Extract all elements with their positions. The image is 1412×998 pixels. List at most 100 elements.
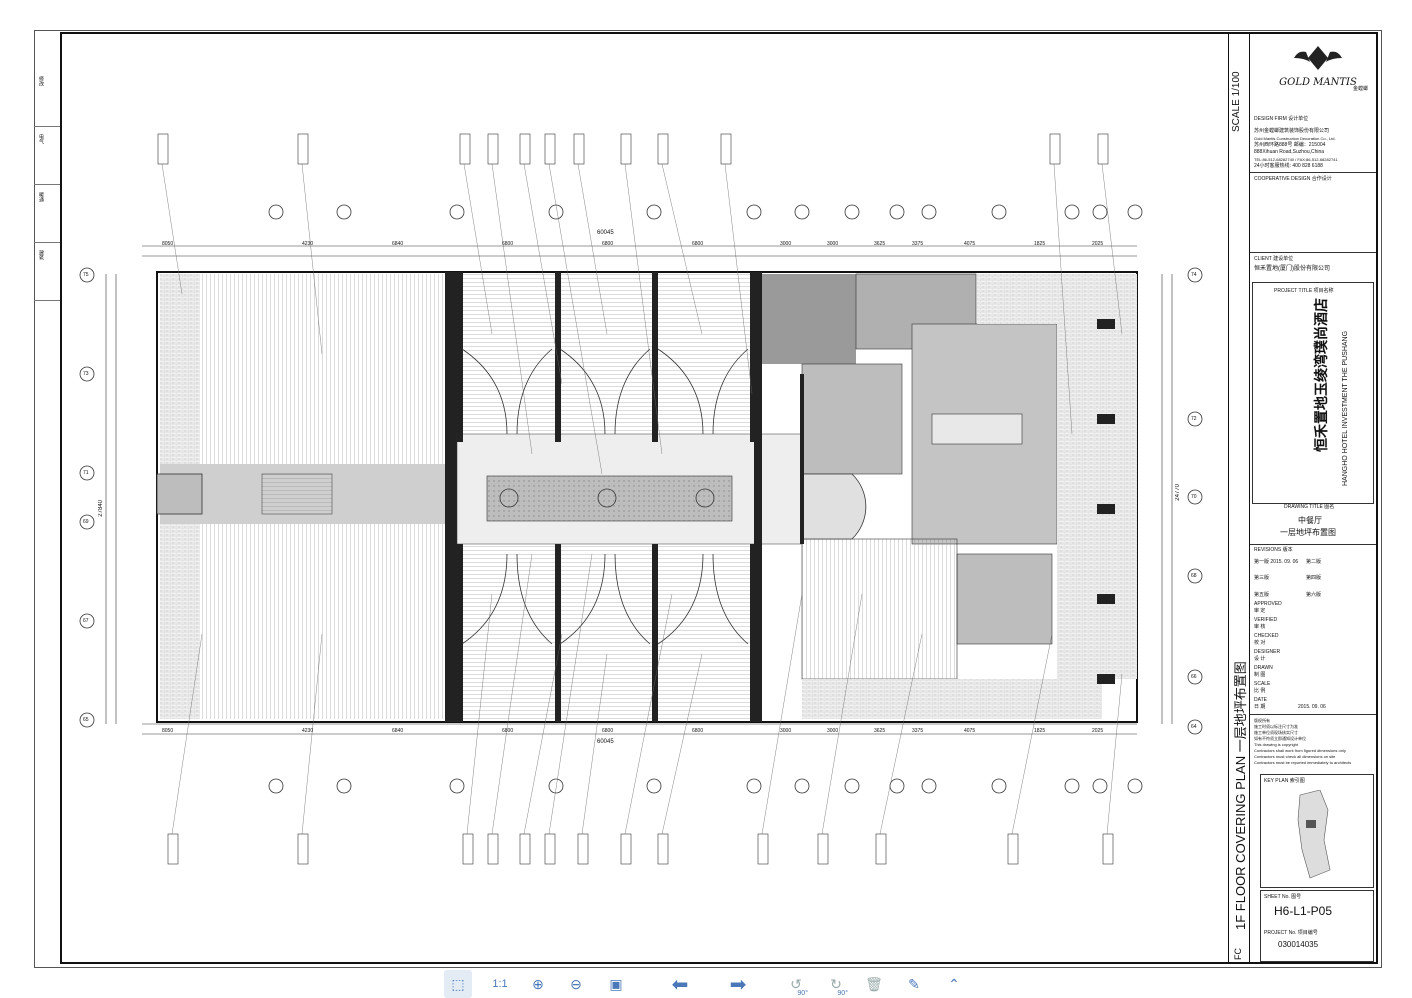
date-value: 2015. 09. 06 (1298, 704, 1326, 710)
revision-3: 第三版 (1254, 575, 1270, 581)
zoom-out-icon: ⊖ (570, 975, 582, 992)
arrow-right-icon: ➡ (729, 973, 747, 996)
scale-row-cn: 比 例 (1254, 688, 1266, 694)
dimension-label: 3000 (780, 728, 792, 734)
grid-bubble-label: 74 (1191, 272, 1197, 278)
approved-label: APPROVED (1254, 601, 1282, 607)
drawing-title-label: DRAWING TITLE 图名 (1284, 504, 1335, 510)
dimension-label: 4230 (302, 728, 314, 734)
dimension-label: 3375 (912, 241, 924, 247)
logo-cn: 金螳螂 (1352, 86, 1368, 92)
strip-cell (34, 126, 60, 185)
dimension-label: 6800 (502, 241, 514, 247)
top-total-dimension: 60045 (597, 230, 614, 236)
project-no-label: PROJECT No. 项目编号 (1264, 930, 1318, 936)
grid-bubble-label: 71 (83, 470, 89, 476)
grid-bubble-label: 66 (1191, 674, 1197, 680)
dimension-label: 3000 (827, 241, 839, 247)
revision-5: 第五版 (1254, 592, 1270, 598)
rotate-right-icon: ↻ (830, 975, 842, 992)
left-total-dimension: 27840 (98, 500, 104, 517)
dimension-label: 8050 (162, 728, 174, 734)
rotate-right-degrees: 90° (837, 990, 848, 997)
grid-bubble-label: 64 (1191, 724, 1197, 730)
key-plan-map (1297, 790, 1331, 879)
chevron-up-icon: ⌃ (948, 975, 960, 992)
title-block: GOLD MANTIS 金螳螂 DESIGN FIRM 设计单位 苏州金螳螂建筑… (1250, 34, 1376, 962)
revision-1: 第一版 2015. 09. 06 (1254, 559, 1299, 565)
sheet-no-label: SHEET No. 图号 (1264, 894, 1302, 900)
fit-page-icon: ⬚ (451, 975, 465, 992)
more-button[interactable]: ⌃ (940, 970, 968, 998)
edit-button[interactable]: ✎ (900, 970, 928, 998)
scale-row-label: SCALE (1254, 681, 1271, 687)
grid-bubble-label: 68 (1191, 573, 1197, 579)
zoom-out-button[interactable]: ⊖ (562, 970, 590, 998)
revision-6: 第六版 (1306, 592, 1322, 598)
drawing-frame (60, 32, 1378, 964)
dimension-label: 3625 (874, 728, 886, 734)
company-logo: GOLD MANTIS 金螳螂 (1268, 42, 1368, 102)
next-button[interactable]: ➡ (720, 970, 756, 998)
cooperative-label: COOPERATIVE DESIGN 合作设计 (1254, 176, 1332, 182)
project-name-cn: 恒禾置地玉绫湾璞尚酒店 (1313, 298, 1329, 452)
strip-label: 建筑 (38, 250, 44, 260)
dimension-label: 6800 (602, 728, 614, 734)
key-plan-box (1260, 774, 1374, 888)
dimension-label: 1825 (1034, 241, 1046, 247)
project-label: PROJECT TITLE 项目名称 (1274, 288, 1334, 294)
strip-cell (34, 242, 60, 301)
dimension-label: 3000 (780, 241, 792, 247)
firm-address: 苏州西环路888号 邮编：215004 (1254, 142, 1326, 148)
fit-page-button[interactable]: ⬚ (444, 970, 472, 998)
rotate-left-icon: ↺ (790, 975, 802, 992)
zoom-in-button[interactable]: ⊕ (524, 970, 552, 998)
firm-tel: TEL:86-512-68282740 / FAX:86-512-6828274… (1254, 157, 1338, 162)
bottom-total-dimension: 60045 (597, 739, 614, 745)
checked-label: CHECKED (1254, 633, 1279, 639)
dimension-label: 6840 (392, 728, 404, 734)
rotate-left-button[interactable]: ↺90° (782, 970, 810, 998)
dimension-label: 6800 (502, 728, 514, 734)
firm-address-en: 888Xihuan Road,Suzhou,China (1254, 149, 1325, 155)
drawn-label: DRAWN (1254, 665, 1273, 671)
drawing-title-2: 一层地坪布置图 (1280, 528, 1336, 537)
firm-name: 苏州金螳螂建筑装饰股份有限公司 (1254, 128, 1330, 134)
copyright-8: Contractors must be reported immediately… (1254, 760, 1352, 765)
arrow-left-icon: ⬅ (671, 973, 689, 996)
right-total-dimension: 24770 (1175, 484, 1181, 501)
strip-label: 修改 (38, 76, 44, 86)
copyright-3: 施工单位须现场核实尺寸 (1254, 730, 1298, 735)
dimension-label: 3625 (874, 241, 886, 247)
client-label: CLIENT 建设单位 (1254, 256, 1294, 262)
actual-size-icon: 1:1 (492, 978, 508, 990)
copyright-5: This drawing is copyright (1254, 742, 1299, 747)
copyright-4: 如有不符须立即通知设计单位 (1254, 736, 1306, 741)
floor-plan-svg (79, 133, 1203, 865)
designer-label: DESIGNER (1254, 649, 1281, 655)
previous-button[interactable]: ⬅ (662, 970, 698, 998)
dimension-label: 3375 (912, 728, 924, 734)
actual-size-button[interactable]: 1:1 (486, 970, 514, 998)
dimension-label: 6800 (692, 241, 704, 247)
dimension-label: 4075 (964, 728, 976, 734)
copyright-1: 版权所有 (1254, 718, 1270, 723)
scale-label: SCALE 1/100 (1231, 71, 1242, 132)
drawn-cn: 制 图 (1254, 672, 1266, 678)
key-plan-label: KEY PLAN 索引图 (1264, 778, 1305, 784)
copyright-7: Contractors must check all dimensions on… (1254, 754, 1336, 759)
logo-mantis-icon (1294, 46, 1342, 70)
revision-2: 第二版 (1306, 559, 1322, 565)
revision-strip: 修改 电气 暖通 建筑 (34, 30, 60, 966)
rotate-right-button[interactable]: ↻90° (822, 970, 850, 998)
dimension-label: 2025 (1092, 241, 1104, 247)
delete-button[interactable]: 🗑 (860, 970, 888, 998)
slideshow-button[interactable]: ▣ (602, 970, 630, 998)
dimension-label: 3000 (827, 728, 839, 734)
copyright-6: Contractors shall work from figured dime… (1254, 748, 1346, 753)
designer-cn: 设 计 (1254, 656, 1266, 662)
zoom-in-icon: ⊕ (532, 975, 544, 992)
dimension-label: 1825 (1034, 728, 1046, 734)
edit-icon: ✎ (908, 975, 920, 992)
